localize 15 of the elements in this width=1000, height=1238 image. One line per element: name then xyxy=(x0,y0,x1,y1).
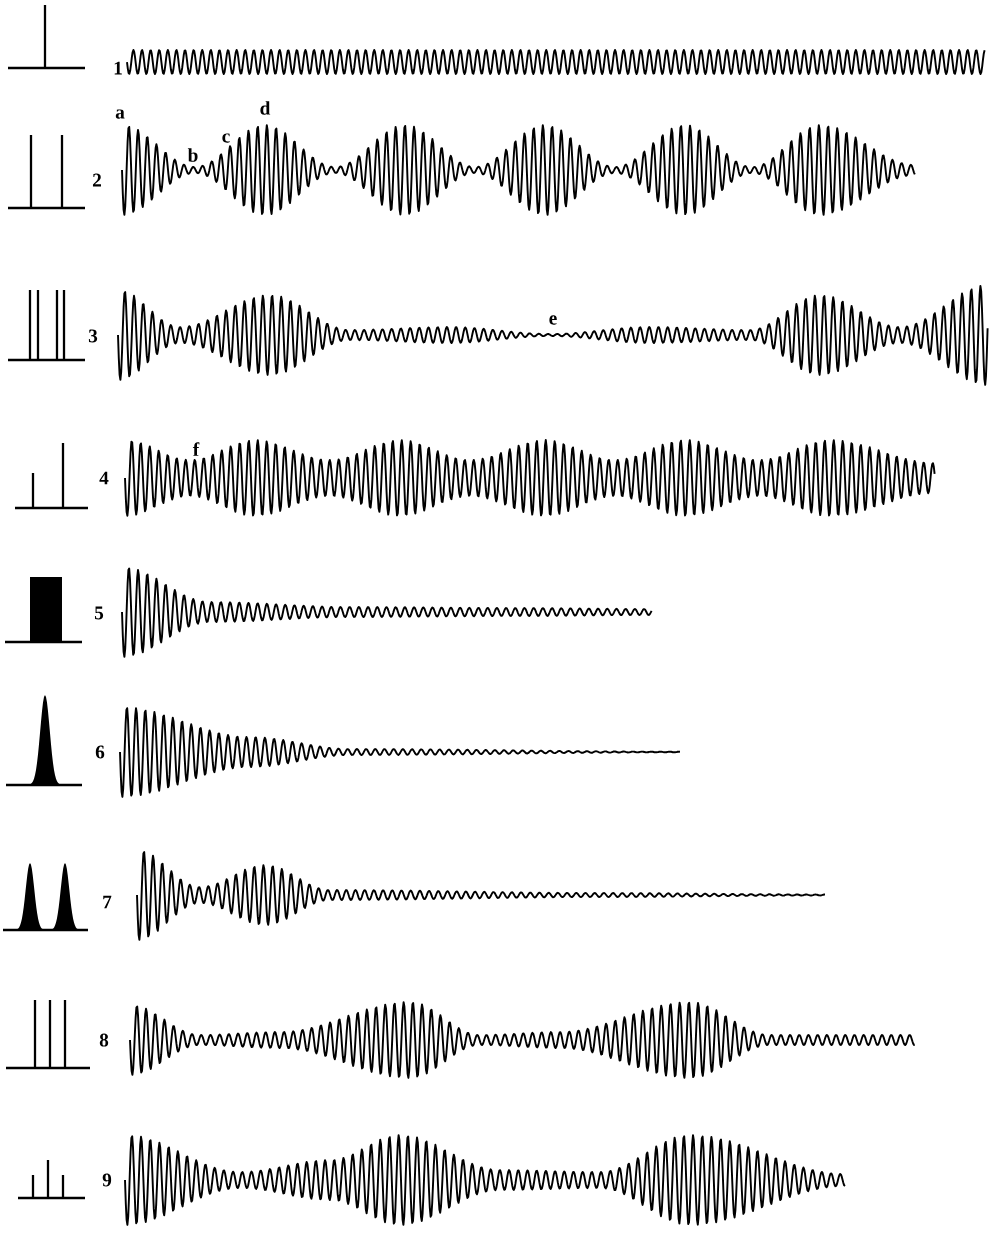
point-letter: e xyxy=(549,315,557,325)
row-number: 9 xyxy=(102,1173,112,1187)
point-letter: a xyxy=(115,109,125,119)
row-number: 7 xyxy=(103,895,112,909)
row-number: 8 xyxy=(99,1033,109,1047)
point-letter: d xyxy=(260,101,271,115)
row-number: 1 xyxy=(114,61,122,75)
point-letter: c xyxy=(222,133,230,143)
row-number: 6 xyxy=(95,745,105,759)
row-number: 3 xyxy=(88,329,98,343)
point-letter: b xyxy=(187,148,198,162)
row-number: 2 xyxy=(92,173,101,187)
point-letter: f xyxy=(192,442,200,456)
row-number: 4 xyxy=(99,471,109,485)
row-number: 5 xyxy=(94,606,104,620)
